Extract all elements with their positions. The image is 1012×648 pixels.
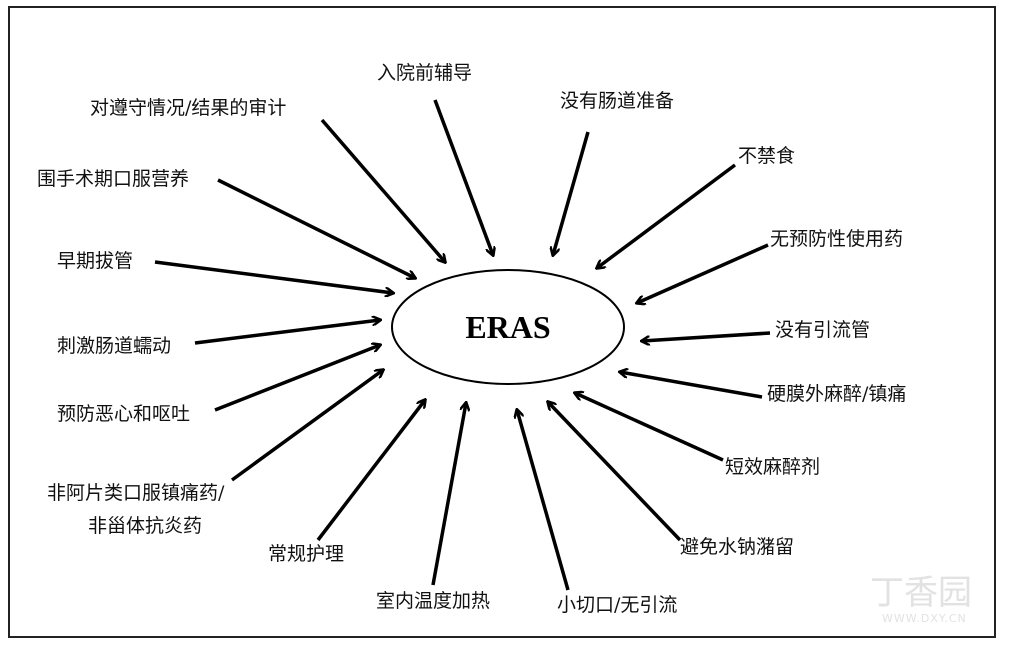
label-routine-care: 常规护理 — [268, 543, 345, 565]
watermark-url: WWW.DXY.CN — [882, 612, 967, 625]
diagram-frame — [8, 6, 996, 638]
arrow-routine-care — [316, 400, 425, 542]
label-no-premed: 无预防性使用药 — [770, 228, 904, 250]
label-analgesia-line1: 非阿片类口服镇痛药/ — [47, 482, 225, 504]
arrow-early-extubation — [154, 260, 393, 293]
arrow-nutrition — [217, 178, 415, 278]
arrow-no-fasting — [597, 163, 737, 268]
label-early-extubation: 早期拔管 — [57, 250, 134, 272]
arrow-analgesia — [230, 370, 383, 482]
label-analgesia-line2: 非甾体抗炎药 — [88, 515, 203, 537]
label-ponv: 预防恶心和呕吐 — [57, 403, 191, 425]
label-preadmission: 入院前辅导 — [377, 62, 473, 84]
label-short-anesthetic: 短效麻醉剂 — [725, 456, 821, 478]
label-no-fasting: 不禁食 — [738, 145, 796, 167]
watermark-logo-text: 丁香园 — [870, 573, 972, 613]
label-audit: 对遵守情况/结果的审计 — [90, 97, 287, 119]
arrow-no-bowel-prep — [553, 131, 590, 255]
label-epidural: 硬膜外麻醉/镇痛 — [767, 383, 907, 405]
label-avoid-fluid: 避免水钠潴留 — [680, 536, 795, 558]
label-warming: 室内温度加热 — [376, 590, 491, 612]
arrow-ponv — [214, 345, 380, 412]
arrow-epidural — [620, 372, 763, 399]
eras-ellipse — [391, 269, 625, 385]
arrow-no-premed — [637, 243, 769, 303]
arrow-small-incision — [517, 410, 570, 591]
arrow-audit — [320, 118, 445, 262]
arrow-avoid-fluid — [548, 402, 682, 542]
arrow-no-drain — [642, 331, 771, 341]
label-no-drain: 没有引流管 — [775, 319, 871, 341]
label-nutrition: 围手术期口服营养 — [37, 168, 190, 190]
eras-center-label: ERAS — [465, 308, 551, 345]
arrow-warming — [431, 403, 466, 586]
label-small-incision: 小切口/无引流 — [557, 594, 678, 616]
arrow-preadmission — [433, 99, 493, 255]
label-no-bowel-prep: 没有肠道准备 — [560, 90, 675, 112]
arrow-short-anesthetic — [575, 393, 724, 462]
arrow-gut-motility — [194, 320, 380, 345]
label-gut-motility: 刺激肠道蠕动 — [57, 335, 172, 357]
